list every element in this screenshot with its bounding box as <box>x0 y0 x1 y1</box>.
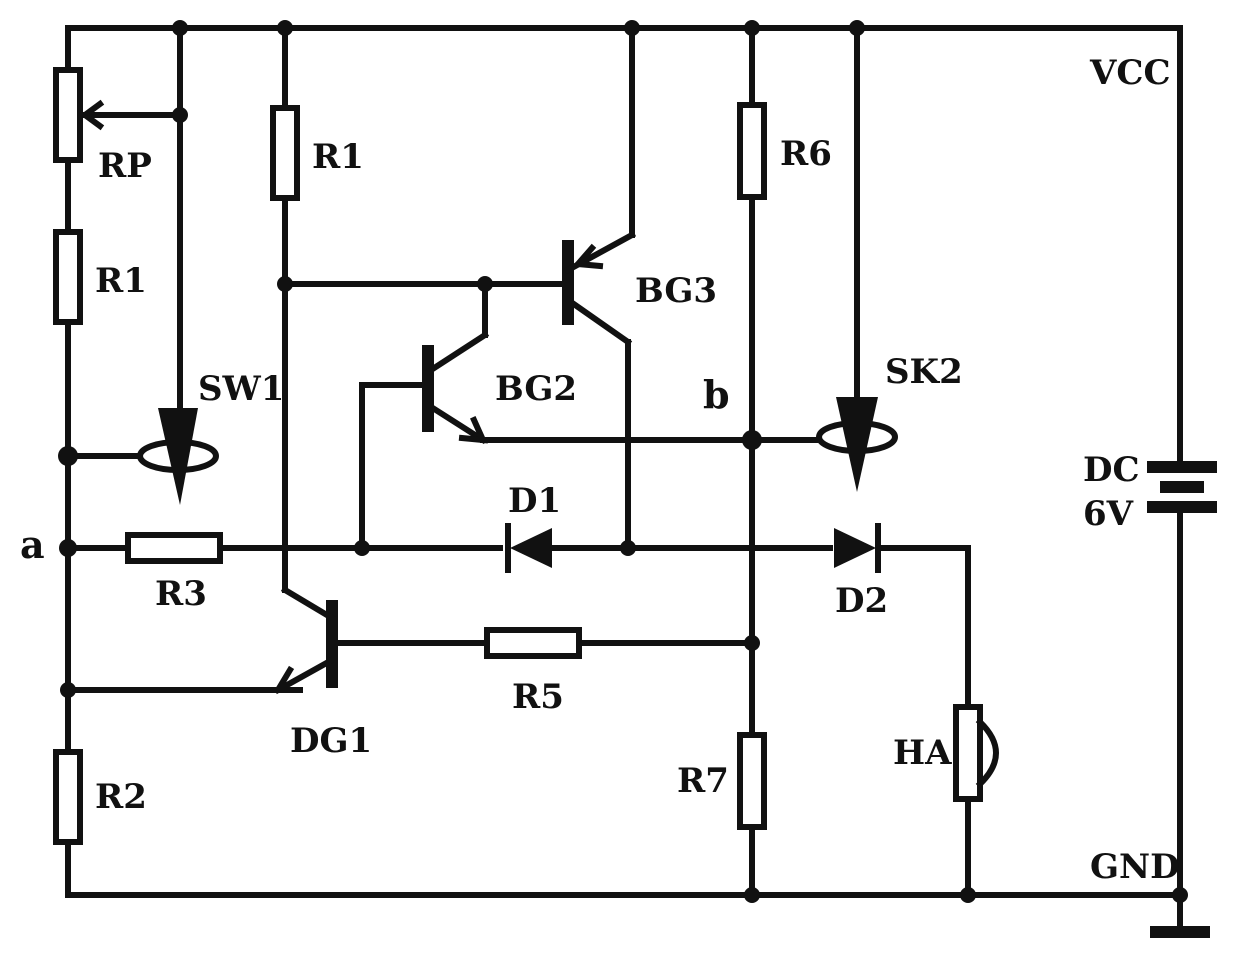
sw1-contact-arrow <box>158 408 198 505</box>
r7-resistor <box>740 735 764 827</box>
vcc-label: VCC <box>1089 53 1171 93</box>
node-a-label: a <box>20 522 45 567</box>
r3-label: R3 <box>155 574 207 614</box>
gnd-label: GND <box>1090 847 1180 887</box>
junction-dot <box>620 540 636 556</box>
r2-label: R2 <box>95 777 147 817</box>
junction-dot <box>849 20 865 36</box>
junction-dot <box>277 276 293 292</box>
junction-dot <box>477 276 493 292</box>
r3-resistor <box>128 535 220 561</box>
ha-buzzer <box>956 707 980 799</box>
bg1-label: DG1 <box>290 721 372 761</box>
ha-label: HA <box>893 733 952 773</box>
junction-dot <box>58 446 78 466</box>
bg2-base-wire <box>362 385 428 548</box>
bg2-collector <box>428 335 485 372</box>
r1-label: R1 <box>312 137 364 177</box>
bg1-collector <box>285 590 332 618</box>
sk2-contact-arrow <box>836 397 878 492</box>
sk2-label: SK2 <box>885 352 963 392</box>
r1-left-resistor <box>56 232 80 322</box>
rp-label: RP <box>98 146 152 186</box>
r2-resistor <box>56 752 80 842</box>
d1-label: D1 <box>508 481 561 521</box>
sw1-label: SW1 <box>198 369 284 409</box>
r1-left-label: R1 <box>95 261 147 301</box>
junction-dot <box>1172 887 1188 903</box>
r6-label: R6 <box>780 134 832 174</box>
junction-dot <box>744 635 760 651</box>
junction-dot <box>744 887 760 903</box>
junction-dot <box>172 20 188 36</box>
r5-resistor <box>487 630 579 656</box>
d2-wire <box>878 548 968 707</box>
junction-dot <box>277 20 293 36</box>
d2-label: D2 <box>835 581 888 621</box>
junction-dot <box>624 20 640 36</box>
bg3-collector <box>568 300 628 342</box>
node-b-label: b <box>703 372 730 417</box>
rp-potentiometer <box>56 70 80 160</box>
junction-dot <box>59 539 77 557</box>
r1-resistor <box>273 108 297 198</box>
junction-dot <box>172 107 188 123</box>
junction-dot <box>60 682 76 698</box>
bg2-label: BG2 <box>495 369 577 409</box>
dc-label: DC <box>1083 450 1140 490</box>
r6-resistor <box>740 105 764 197</box>
d1-diode-triangle <box>510 528 552 568</box>
junction-dot <box>744 20 760 36</box>
d2-diode-triangle <box>834 528 876 568</box>
bg3-label: BG3 <box>635 271 717 311</box>
r5-label: R5 <box>512 677 564 717</box>
junction-dot <box>960 887 976 903</box>
dc-voltage-label: 6V <box>1083 494 1134 534</box>
junction-dot <box>742 430 762 450</box>
r7-label: R7 <box>677 761 729 801</box>
junction-dot <box>354 540 370 556</box>
